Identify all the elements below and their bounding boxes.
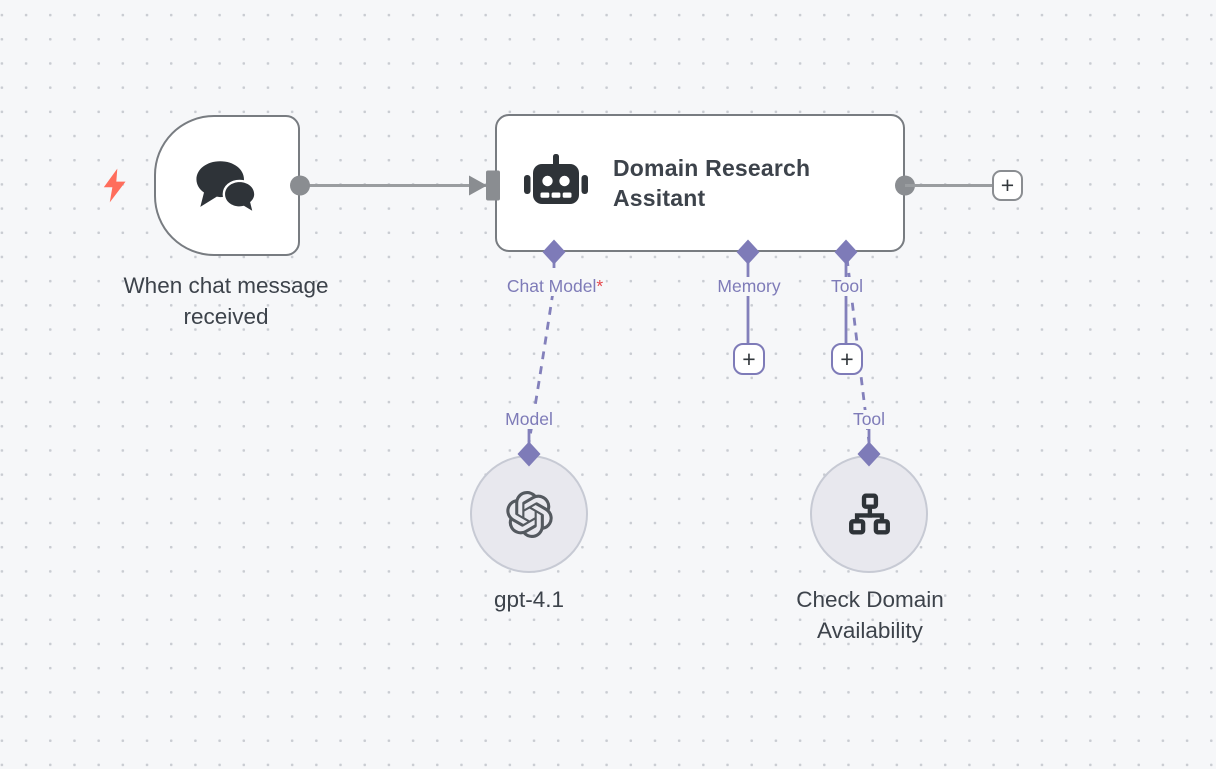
robot-icon xyxy=(524,154,588,204)
connection-arrowhead-icon xyxy=(469,175,487,196)
add-tool-button[interactable]: + xyxy=(831,343,863,375)
required-marker: * xyxy=(596,276,604,296)
port-label-memory: Memory xyxy=(714,277,784,296)
model-node-label: gpt-4.1 xyxy=(493,587,565,612)
network-icon xyxy=(848,493,890,535)
add-memory-button[interactable]: + xyxy=(733,343,765,375)
lightning-bolt-icon xyxy=(103,168,126,203)
trigger-node-label: When chat message received xyxy=(123,273,329,329)
port-label-tool-node: Tool xyxy=(849,410,889,429)
port-label-chat-model: Chat Model* xyxy=(503,276,607,296)
openai-icon xyxy=(505,490,553,538)
port-label-chat-model-text: Chat Model xyxy=(506,276,597,296)
port-label-model: Model xyxy=(502,410,556,429)
node-domain-research-assistant[interactable]: Domain Research Assitant xyxy=(495,114,905,252)
tool-node-label: Check Domain Availability xyxy=(796,587,944,643)
port-label-tool: Tool xyxy=(827,277,867,296)
add-node-button[interactable]: + xyxy=(992,170,1023,201)
agent-node-title: Domain Research Assitant xyxy=(613,155,811,211)
node-when-chat-message-received[interactable] xyxy=(154,115,300,256)
node-openai-model[interactable] xyxy=(470,455,588,573)
chat-bubbles-icon xyxy=(196,160,257,214)
node-check-domain-availability[interactable] xyxy=(810,455,928,573)
